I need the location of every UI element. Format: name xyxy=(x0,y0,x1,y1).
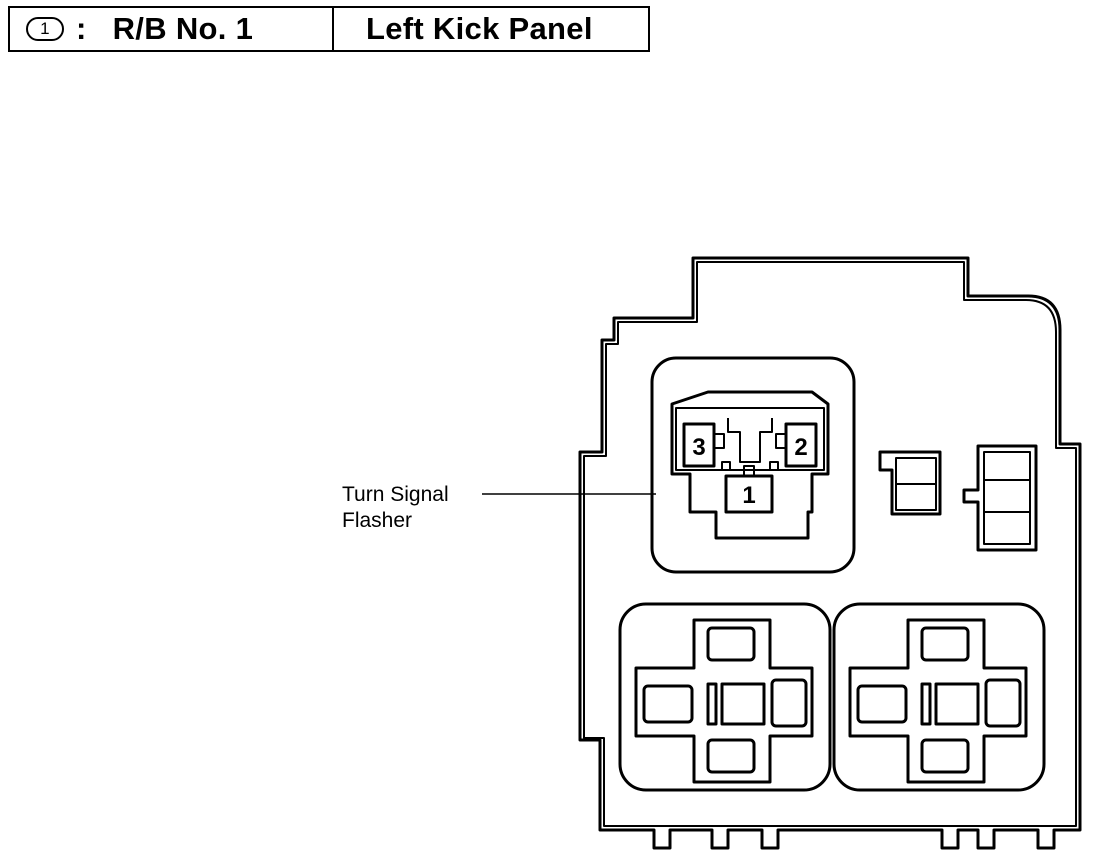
socket-right-cavity xyxy=(832,602,1046,792)
socket-left-top-pin xyxy=(706,626,756,662)
socket-right-bottom-pin xyxy=(920,738,970,774)
tab-center xyxy=(743,465,755,477)
housing-outline xyxy=(578,256,1082,850)
socket-left-right-pin xyxy=(770,678,808,728)
turn-signal-flasher-callout: Turn Signal Flasher xyxy=(342,482,449,534)
connector-small-2-inner xyxy=(983,451,1031,545)
socket-left-bottom-pin xyxy=(706,738,756,774)
location-label: Left Kick Panel xyxy=(366,11,593,46)
socket-left-center-pin xyxy=(720,682,766,726)
socket-left-slot xyxy=(706,682,718,726)
tab-right xyxy=(769,461,779,471)
callout-line-2: Flasher xyxy=(342,509,413,532)
socket-right-center-pin xyxy=(934,682,980,726)
clip-left xyxy=(713,433,725,449)
relay-block-cell: 1 : R/B No. 1 xyxy=(10,8,334,50)
flasher-relay-body xyxy=(670,390,830,540)
clip-right xyxy=(775,433,787,449)
terminal-1-label: 1 xyxy=(742,482,755,509)
callout-line-1: Turn Signal xyxy=(342,483,449,506)
connector-small-1-inner xyxy=(895,457,937,511)
separator: : xyxy=(76,11,87,46)
location-cell: Left Kick Panel xyxy=(334,8,648,50)
housing-inner-edge xyxy=(583,261,1077,827)
block-number-badge: 1 xyxy=(26,17,64,41)
socket-right-slot xyxy=(920,682,932,726)
socket-left-cavity xyxy=(618,602,832,792)
socket-right-cross xyxy=(848,618,1028,784)
socket-right-top-pin xyxy=(920,626,970,662)
tab-left xyxy=(721,461,731,471)
header-table: 1 : R/B No. 1 Left Kick Panel xyxy=(8,6,650,52)
terminal-2-label: 2 xyxy=(794,434,807,461)
socket-right-left-pin xyxy=(856,684,908,724)
connector-small-1 xyxy=(878,450,942,516)
socket-right-right-pin xyxy=(984,678,1022,728)
terminal-3-label: 3 xyxy=(692,434,705,461)
flasher-relay-inner xyxy=(675,407,825,471)
socket-left-left-pin xyxy=(642,684,694,724)
block-name: R/B No. 1 xyxy=(112,11,254,46)
relay-center-notch xyxy=(727,418,773,463)
socket-left-cross xyxy=(634,618,814,784)
flasher-cavity xyxy=(650,356,856,574)
connector-small-2 xyxy=(962,444,1038,552)
